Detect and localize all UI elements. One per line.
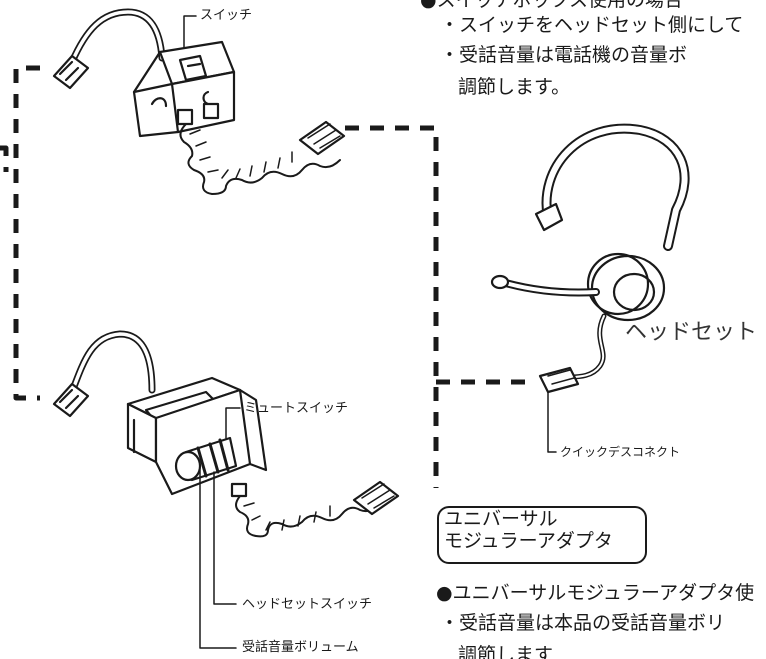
adapter-note-2: 調節します xyxy=(458,644,554,659)
adapter-label-line2: モジュラーアダプタ xyxy=(444,530,613,552)
switch-leader xyxy=(183,15,197,49)
switchbox-note-3: 調節します。 xyxy=(458,76,571,98)
switchbox-note-2: ・受話音量は電話機の音量ボ xyxy=(440,44,688,66)
headset-switch-label: ヘッドセットスイッチ xyxy=(242,597,373,612)
adapter-label-box: ユニバーサル モジュラーアダプタ xyxy=(437,506,647,564)
mute-switch-label: ミュートスイッチ xyxy=(244,401,349,416)
headset-drawing xyxy=(490,123,690,394)
adapter-heading: ●ユニバーサルモジュラーアダプタ使 xyxy=(436,582,755,604)
adapter-note-1: ・受話音量は本品の受話音量ボリ xyxy=(440,612,726,634)
connection-lines xyxy=(0,65,530,488)
volume-leader xyxy=(199,469,237,649)
quick-disconnect-label: クイックデスコネクト xyxy=(560,445,681,459)
switchbox-heading: ●スイッチボックス使用の場合 xyxy=(420,0,684,11)
mute-switch-leader xyxy=(225,407,241,439)
switch-label: スイッチ xyxy=(200,8,253,23)
headset-switch-leader xyxy=(213,471,237,605)
switch-box xyxy=(52,8,346,195)
adapter-label-line1: ユニバーサル xyxy=(444,508,558,530)
quick-disconnect-leader xyxy=(547,391,557,453)
headset-label: ヘッドセット xyxy=(625,320,758,345)
volume-label: 受話音量ボリューム xyxy=(242,640,359,655)
switchbox-note-1: ・スイッチをヘッドセット側にして xyxy=(440,14,744,36)
